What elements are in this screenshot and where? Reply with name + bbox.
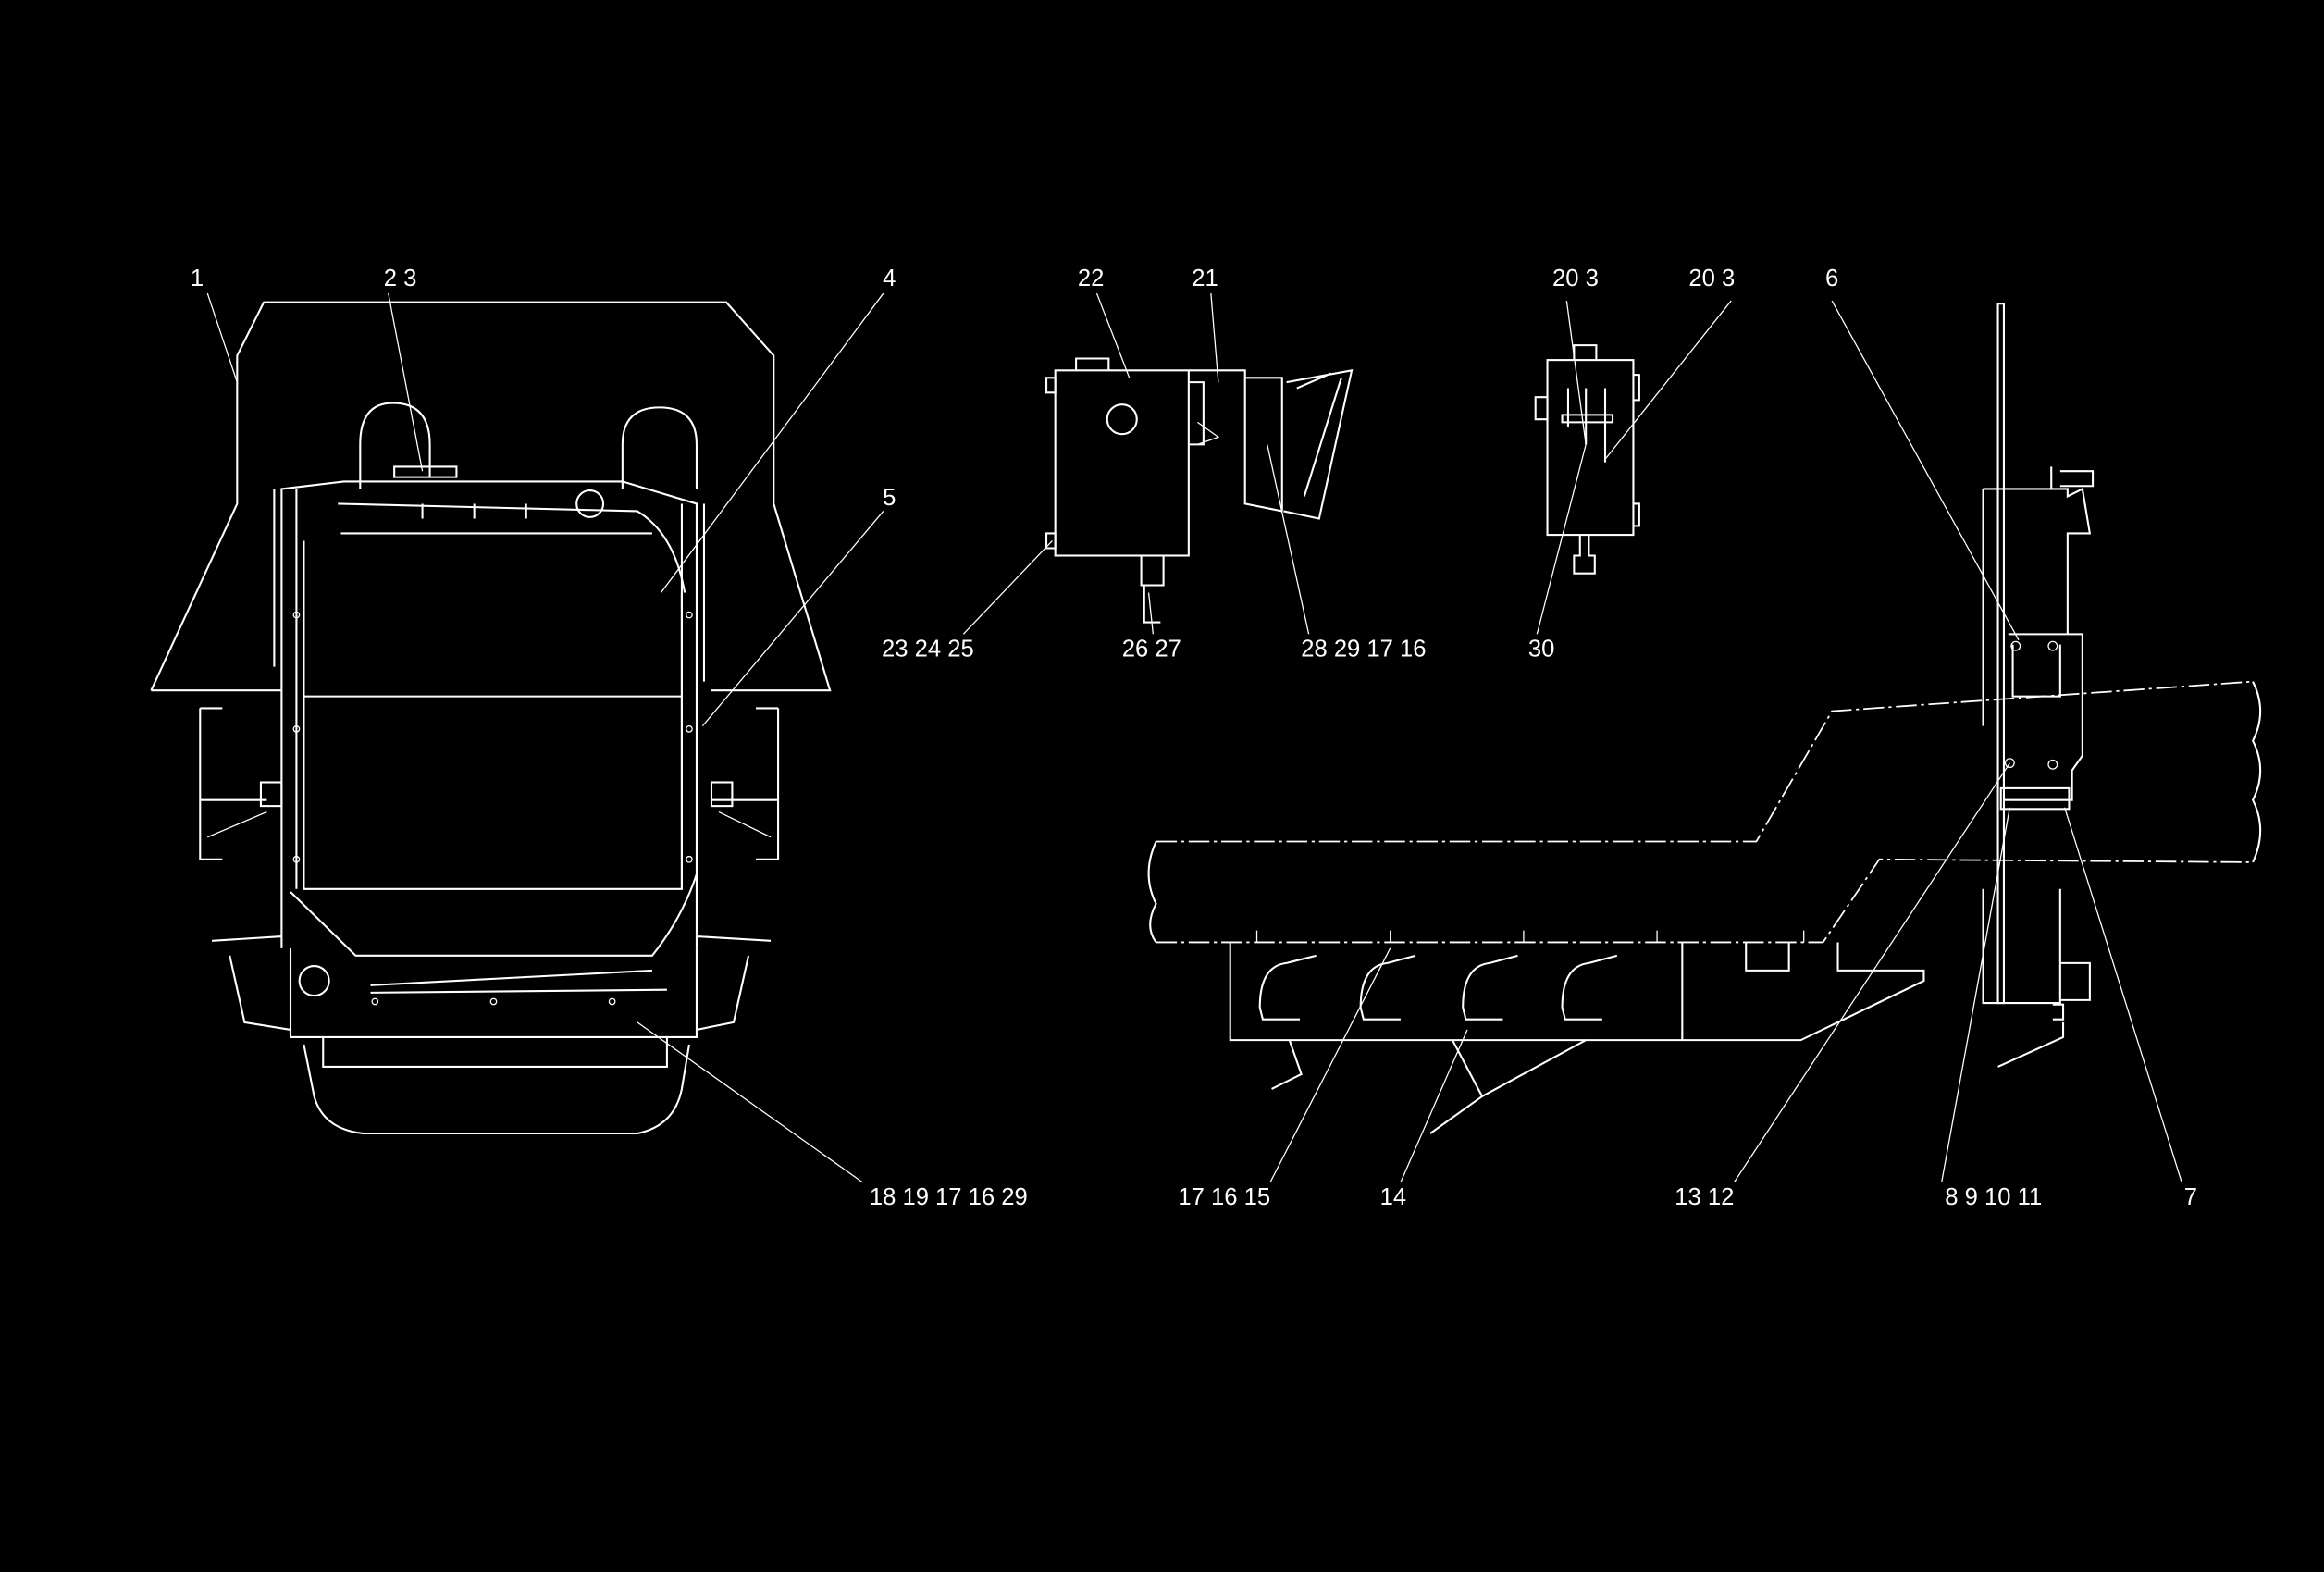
leader-lines [206, 292, 2182, 1183]
expansion-tank-side-view [1045, 357, 1354, 624]
callout-28-29-17-16: 28 29 17 16 [1301, 636, 1426, 662]
callout-8-9-10-11: 8 9 10 11 [1945, 1184, 2042, 1210]
callout-22: 22 [1078, 266, 1105, 291]
callout-6: 6 [1825, 266, 1838, 291]
callout-14: 14 [1380, 1184, 1407, 1210]
callout-2-3: 2 3 [384, 266, 417, 291]
chassis-side-view [1147, 303, 2262, 1068]
callout-4: 4 [883, 266, 896, 291]
radiator-shroud-side-view [1229, 930, 1925, 1134]
callout-21: 21 [1192, 266, 1218, 291]
callout-26-27: 26 27 [1122, 636, 1181, 662]
callout-20-3-b: 20 3 [1688, 266, 1735, 291]
callout-30: 30 [1528, 636, 1555, 662]
callout-13-12: 13 12 [1675, 1184, 1734, 1210]
callout-7: 7 [2184, 1184, 2197, 1210]
callout-17-16-15: 17 16 15 [1178, 1184, 1270, 1210]
radiator-front-view [150, 301, 832, 1135]
callout-labels: 1 2 3 4 5 22 21 20 3 20 3 6 23 24 25 26 … [191, 266, 2197, 1210]
callout-1: 1 [191, 266, 204, 291]
callout-5: 5 [883, 485, 896, 511]
callout-23-24-25: 23 24 25 [882, 636, 974, 662]
callout-18-19-17-16-29: 18 19 17 16 29 [870, 1184, 1028, 1210]
expansion-tank-front-view [1534, 344, 1640, 575]
callout-20-3-a: 20 3 [1552, 266, 1599, 291]
